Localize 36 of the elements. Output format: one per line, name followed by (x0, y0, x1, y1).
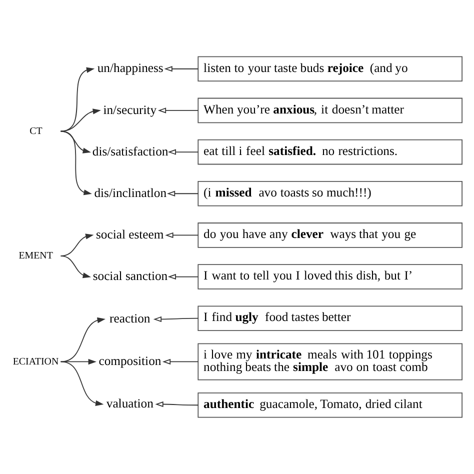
node-box: eat till i feel satisfied. no restrictions. (198, 139, 463, 165)
arrow (60, 130, 92, 196)
arrow (60, 256, 92, 278)
arrow (60, 108, 101, 132)
arrow (60, 317, 106, 362)
node-text: in/security (103, 102, 157, 117)
arrow (162, 358, 199, 365)
node-box: authentic guacamole, Tomato, dried cilant (198, 392, 463, 418)
arrow (153, 316, 199, 322)
arrow (168, 149, 199, 155)
node-box: I want to tell you I loved this dish, but I’ (198, 264, 463, 290)
node-text: valuation (106, 396, 154, 411)
node-text: social sanction (92, 269, 168, 284)
node-text: un/happiness (97, 61, 164, 76)
node-text: dis/inclinatlon (94, 186, 167, 200)
arrow (168, 274, 199, 280)
arrow (166, 190, 199, 196)
node-text: dis/satisfaction (92, 144, 168, 158)
arrow (60, 67, 95, 132)
node-text: CT (30, 126, 42, 137)
arrow (165, 232, 199, 238)
node-box: do you have any clever ways that you ge (198, 222, 463, 248)
node-text: social esteem (96, 228, 164, 242)
node-box: I find ugly food tastes better (198, 306, 463, 331)
node-text: composition (98, 354, 162, 368)
node-box: (i missed avo toasts so much!!!) (198, 180, 463, 206)
node-box: listen to your taste buds rejoice (and yo (198, 56, 463, 82)
node-text: reaction (110, 312, 150, 326)
node-box: When you’re anxious, it doesn’t matter (198, 98, 463, 124)
arrow (60, 361, 104, 406)
arrow (158, 108, 199, 114)
arrow (164, 66, 199, 72)
node-text: ECIATION (12, 356, 59, 368)
node-box: i love my intricate meals with 101 toppings nothing beats the simple avo on toast comb (198, 343, 463, 380)
arrow (155, 401, 199, 408)
node-text: EMENT (18, 250, 53, 262)
